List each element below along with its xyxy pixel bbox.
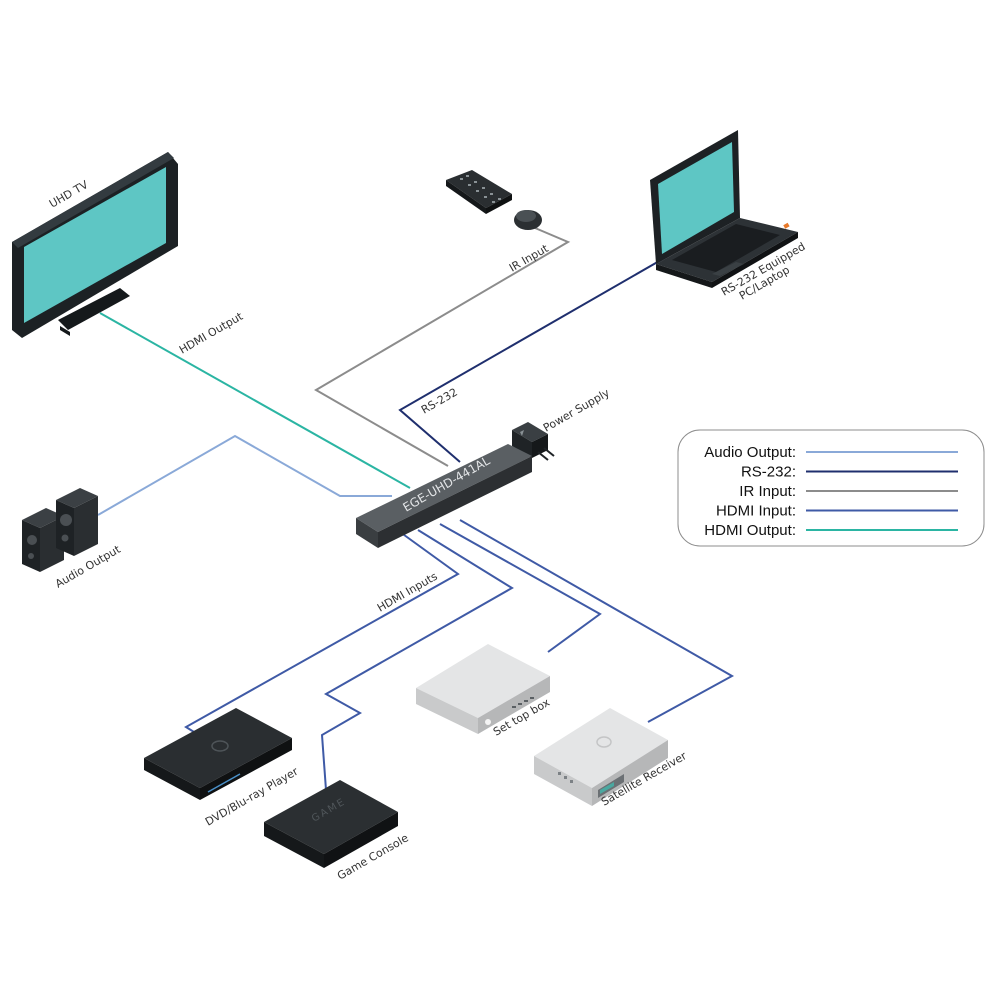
rs232-cable — [398, 255, 669, 463]
power-supply-label: Power Supply — [541, 386, 612, 435]
ir-input-label: IR Input — [507, 242, 551, 275]
ir-sensor — [514, 210, 542, 230]
ir-remote — [446, 170, 512, 214]
dvd-bluray-player — [144, 708, 292, 800]
rs232-cable-label: RS-232 — [419, 386, 460, 417]
laptop — [650, 130, 798, 288]
hub-switcher — [356, 444, 532, 548]
hdmi-output-cable — [99, 312, 411, 489]
legend-label-ir-input: IR Input: — [739, 483, 796, 500]
legend-label-hdmi-output: HDMI Output: — [704, 522, 796, 539]
hdmi-input-cable-console — [320, 529, 514, 791]
legend: Audio Output: RS-232: IR Input: HDMI Input:… — [677, 429, 985, 547]
legend-label-hdmi-input: HDMI Input: — [716, 503, 796, 520]
set-top-box — [416, 644, 550, 734]
game-console: GAME — [264, 780, 398, 868]
satellite-receiver — [534, 708, 668, 806]
ir-input-cable — [314, 224, 571, 467]
uhd-tv — [12, 152, 178, 338]
power-supply — [512, 422, 555, 461]
audio-output-cable — [97, 434, 392, 516]
hdmi-input-cable-stb — [439, 523, 602, 653]
legend-box — [677, 429, 985, 547]
hdmi-input-cable-dvd — [184, 531, 460, 733]
legend-label-audio-output: Audio Output: — [704, 444, 796, 461]
hdmi-input-cable-sat — [459, 519, 735, 723]
hdmi-inputs-cable-label: HDMI Inputs — [375, 570, 440, 615]
hdmi-output-cable-label: HDMI Output — [177, 309, 246, 356]
legend-label-rs232: RS-232: — [741, 464, 796, 481]
speakers — [22, 488, 98, 572]
